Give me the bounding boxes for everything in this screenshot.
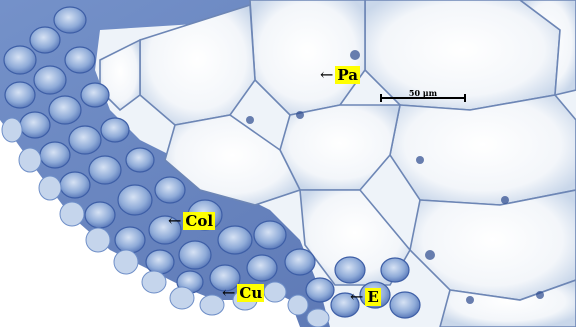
scale-bar: 50 µm — [380, 88, 466, 108]
label-parenchyma: ← Pa — [320, 65, 361, 84]
label-epidermis: ← E — [350, 288, 381, 306]
label-epidermis-text: E — [365, 288, 381, 306]
label-parenchyma-text: Pa — [335, 66, 361, 84]
label-cuticle-text: Cu — [237, 284, 265, 302]
arrow-left-icon: ← — [168, 211, 182, 230]
arrow-left-icon: ← — [350, 287, 364, 306]
label-collenchyma: ← Col — [168, 211, 216, 230]
scale-bar-line — [380, 94, 466, 102]
arrow-left-icon: ← — [222, 283, 236, 302]
scale-bar-label: 50 µm — [408, 88, 438, 98]
label-cuticle: ← Cu — [222, 283, 265, 302]
label-collenchyma-text: Col — [183, 212, 216, 230]
arrow-left-icon: ← — [320, 65, 334, 84]
